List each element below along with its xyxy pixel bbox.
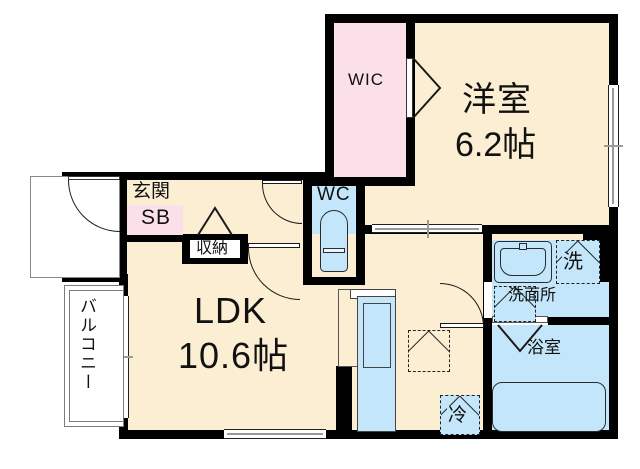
wall-wic-left	[325, 14, 334, 186]
door-opening-washroom	[484, 282, 492, 318]
wall-sb-bottom	[127, 234, 182, 242]
window-bedroom-right-mullion	[604, 145, 623, 147]
wall-entrance-left	[119, 172, 127, 212]
wall-wet-top	[483, 225, 618, 234]
wall-wc-top	[303, 177, 365, 186]
wall-wet-right	[609, 234, 618, 439]
wall-wc-bottom	[303, 277, 365, 285]
label-washroom: 洗面所	[508, 287, 557, 304]
label-bedroom-name: 洋室	[462, 81, 532, 119]
label-entrance-fixed: 玄関	[132, 181, 171, 202]
label-balcony: バルコニー	[77, 297, 96, 392]
label-ldk-area: 10.6帖	[178, 335, 290, 376]
storage-door-icon	[197, 206, 233, 236]
label-ldk-name: LDK	[194, 290, 268, 331]
balcony-inner	[69, 290, 124, 422]
label-wic: WIC	[348, 70, 385, 89]
partition-hall-bedroom-mullion	[427, 220, 429, 238]
wall-storage-left	[182, 234, 190, 264]
entrance-door-leaf	[68, 176, 120, 180]
refrigerator-label: 冷	[447, 405, 469, 426]
wall-bedroom-top	[325, 14, 618, 23]
wall-wet-left	[483, 234, 492, 439]
label-shoebox: SB	[141, 206, 172, 229]
wic-door-swing-icon	[412, 57, 442, 119]
wall-entrance-left-lower	[119, 210, 127, 282]
balcony-outer	[64, 285, 124, 427]
vanity-basin	[500, 248, 546, 276]
label-wc: WC	[317, 184, 351, 205]
bathtub	[492, 382, 606, 432]
wall-storage-bottom	[182, 256, 248, 264]
room-wic-fill	[332, 22, 414, 179]
washer-label: 洗	[562, 251, 584, 273]
label-bedroom-area: 6.2帖	[455, 126, 537, 164]
window-ldk-bottom-sash	[227, 433, 323, 435]
kitchen-sink-basin	[363, 303, 391, 368]
wall-kitchen-stub	[336, 366, 352, 436]
toilet-bowl	[320, 210, 348, 272]
wall-wet-bottom	[483, 430, 618, 439]
wall-under-entrance	[62, 274, 127, 282]
washroom-fixture-space	[494, 286, 536, 322]
kitchen-counter-back	[338, 289, 358, 367]
wall-corridor-top	[62, 172, 327, 180]
door-leaf-hall-upper[interactable]	[262, 180, 302, 184]
wall-wc-left	[303, 177, 312, 285]
wall-wc-right	[356, 177, 365, 285]
wall-storage-top	[182, 234, 248, 242]
bath-door-swing-icon	[497, 324, 543, 353]
shoebox-fill	[127, 205, 183, 235]
toilet-tank-line	[323, 248, 345, 253]
vanity-faucet	[519, 243, 527, 250]
range-space	[408, 330, 450, 372]
label-storage-fixed: 収納	[196, 240, 229, 257]
wall-wic-bottom	[325, 177, 415, 186]
label-bath: 浴室	[527, 338, 561, 357]
door-leaf-washroom[interactable]	[440, 323, 484, 328]
wall-storage-right	[240, 234, 248, 264]
wic-door-leaf[interactable]	[406, 58, 413, 118]
door-leaf-hall-ldk[interactable]	[248, 243, 300, 248]
